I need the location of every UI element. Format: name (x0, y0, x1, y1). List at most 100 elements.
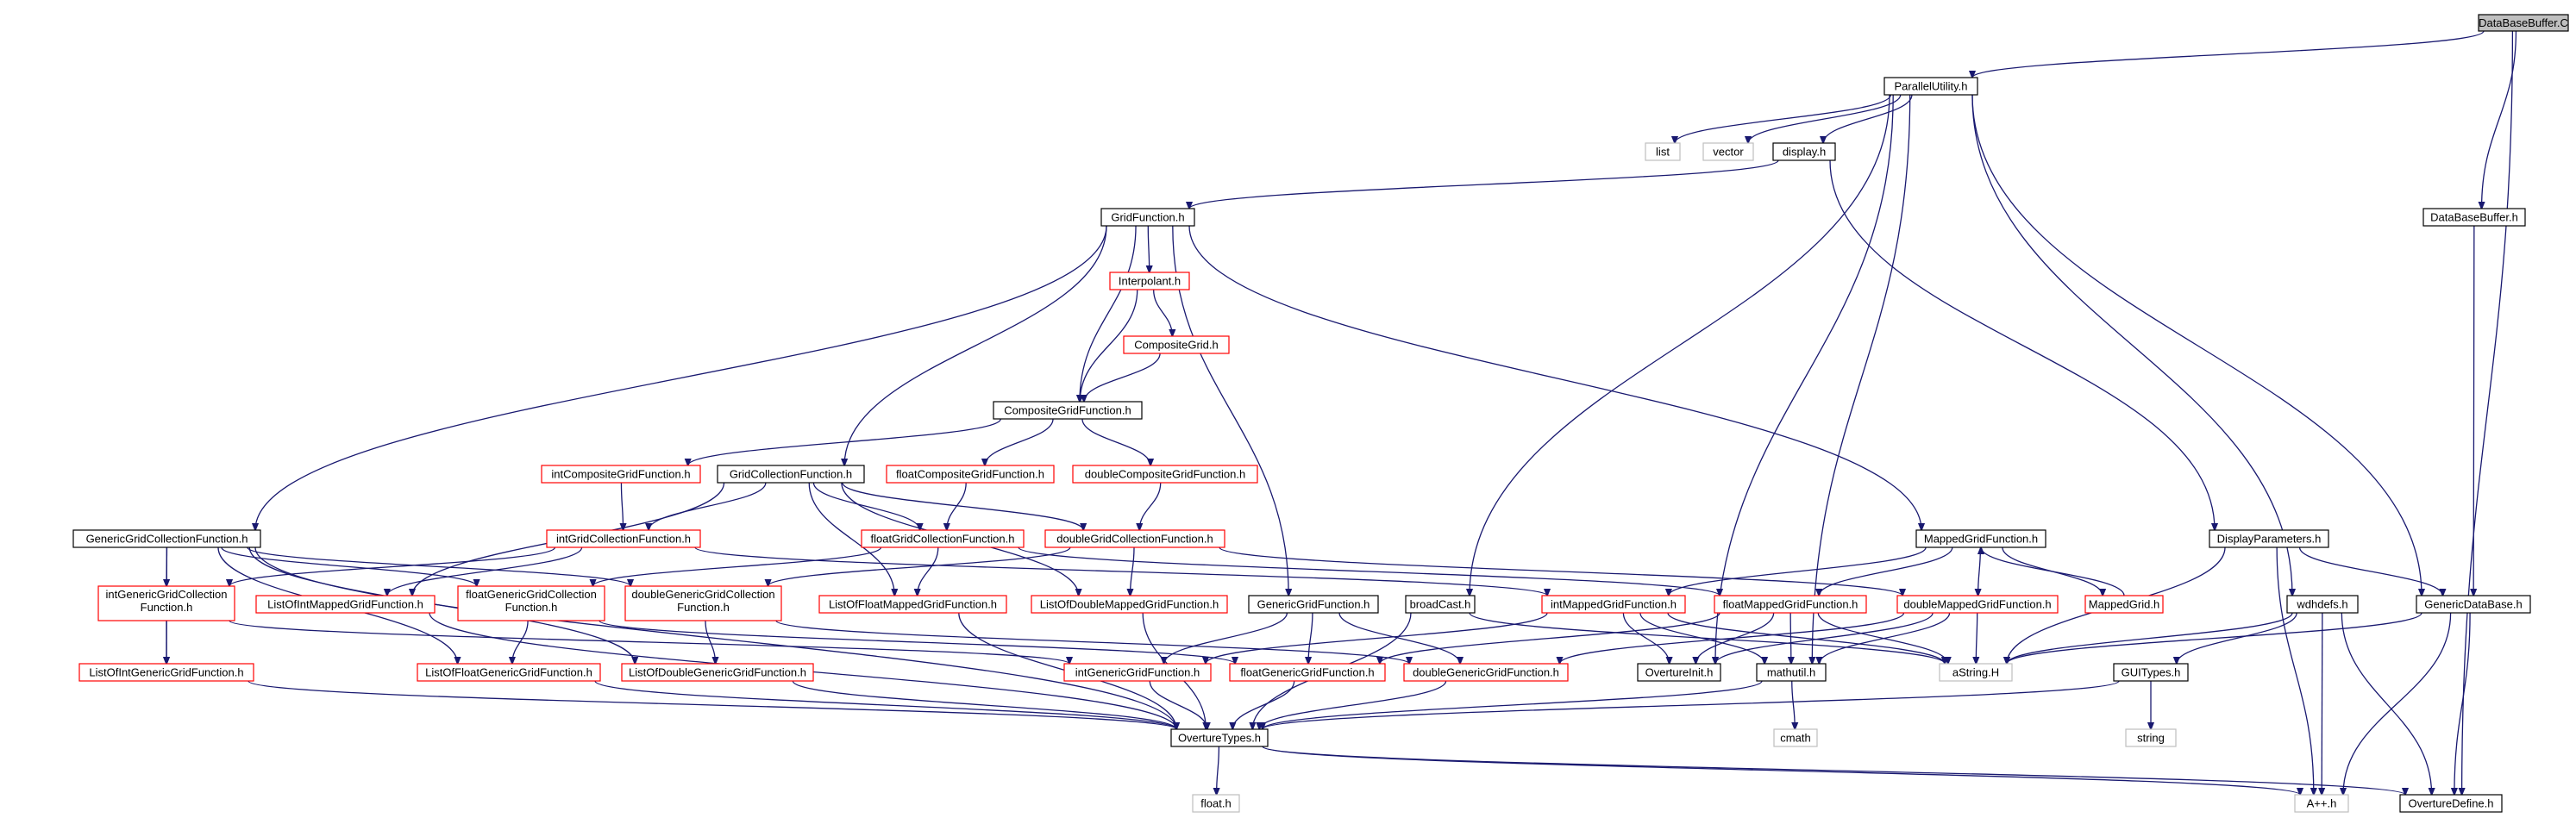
edge-intgridcoll-to-intmapped (694, 546, 1547, 596)
node-label: float.h (1200, 797, 1231, 810)
node-floatcomp[interactable]: floatCompositeGridFunction.h (886, 465, 1055, 484)
edge-broadcast-to-astring (1469, 612, 1945, 664)
edge-mathutil-to-overturetypes (1263, 680, 1763, 729)
node-doublecomp[interactable]: doubleCompositeGridFunction.h (1072, 465, 1258, 484)
node-mappedgf[interactable]: MappedGridFunction.h (1915, 529, 2046, 548)
node-label: GenericDataBase.h (2424, 598, 2522, 611)
node-listdoublemapped[interactable]: ListOfDoubleMappedGridFunction.h (1031, 595, 1228, 614)
node-label: vector (1713, 146, 1744, 159)
node-broadcast[interactable]: broadCast.h (1405, 595, 1476, 614)
node-box (2478, 14, 2569, 32)
node-label: string (2137, 732, 2165, 745)
edge-wdhdefs-to-guitypes (2177, 612, 2297, 664)
node-label: Interpolant.h (1119, 275, 1181, 288)
node-wdhdefs[interactable]: wdhdefs.h (2286, 595, 2359, 614)
edge-listfloatgeneric-to-overturetypes (594, 680, 1176, 729)
node-displayparams[interactable]: DisplayParameters.h (2209, 529, 2329, 548)
node-parallel[interactable]: ParallelUtility.h (1883, 77, 1978, 96)
node-label: OvertureInit.h (1645, 666, 1714, 679)
node-box (541, 465, 701, 484)
node-compgrid[interactable]: CompositeGrid.h (1123, 335, 1230, 354)
node-interp[interactable]: Interpolant.h (1109, 272, 1190, 290)
edge-doublegridcoll-to-doublegenericcoll (768, 546, 1071, 586)
node-box (861, 529, 1025, 548)
edge-doublegenericcoll-to-listdoublegeneric (705, 620, 716, 664)
node-box (546, 529, 701, 548)
node-guitypes[interactable]: GUITypes.h (2113, 663, 2189, 682)
edge-floatgridcoll-to-listfloatmapped (918, 546, 939, 596)
node-floatgeneric[interactable]: floatGenericGridFunction.h (1229, 663, 1386, 682)
node-box (1123, 335, 1230, 354)
node-label: cmath (1780, 732, 1810, 745)
node-box (78, 663, 254, 682)
node-label: intGridCollectionFunction.h (556, 533, 691, 546)
node-gridcoll[interactable]: GridCollectionFunction.h (717, 465, 865, 484)
edge-genericcoll-to-doublegenericcoll (247, 546, 630, 586)
node-label: ListOfFloatGenericGridFunction.h (425, 666, 592, 679)
edge-gridfunc-to-compgridfunc (1080, 225, 1137, 402)
node-listintmapped[interactable]: ListOfIntMappedGridFunction.h (255, 595, 436, 614)
edge-gridcoll-to-floatgridcoll (812, 482, 919, 530)
node-label: doubleGenericGridCollection (631, 588, 774, 601)
node-label: broadCast.h (1410, 598, 1471, 611)
node-label: doubleMappedGridFunction.h (1903, 598, 2051, 611)
node-label: intGenericGridCollection (106, 588, 228, 601)
node-listintgeneric[interactable]: ListOfIntGenericGridFunction.h (78, 663, 254, 682)
node-floatmapped[interactable]: floatMappedGridFunction.h (1714, 595, 1867, 614)
node-box (1229, 663, 1386, 682)
edge-parallel-to-wdhdefs (1971, 94, 2292, 596)
node-box (1773, 728, 1818, 747)
node-box (2294, 794, 2349, 813)
node-listfloatgeneric[interactable]: ListOfFloatGenericGridFunction.h (417, 663, 601, 682)
node-overturedefine[interactable]: OvertureDefine.h (2399, 794, 2503, 813)
node-box (2416, 595, 2531, 614)
node-overtureinit[interactable]: OvertureInit.h (1637, 663, 1721, 682)
node-label: Function.h (505, 601, 558, 614)
node-genericgf[interactable]: GenericGridFunction.h (1248, 595, 1379, 614)
node-intcomp[interactable]: intCompositeGridFunction.h (541, 465, 701, 484)
edge-floatcomp-to-floatgridcoll (947, 482, 967, 530)
node-mathutil[interactable]: mathutil.h (1756, 663, 1827, 682)
node-box (1063, 663, 1212, 682)
node-genericcoll[interactable]: GenericGridCollectionFunction.h (72, 529, 261, 548)
edge-parallel-to-genericdb (1971, 94, 2422, 596)
node-label: ListOfDoubleGenericGridFunction.h (629, 666, 806, 679)
node-label: aString.H (1952, 666, 1999, 679)
node-intgeneric[interactable]: intGenericGridFunction.h (1063, 663, 1212, 682)
node-doublemapped[interactable]: doubleMappedGridFunction.h (1896, 595, 2059, 614)
node-label: ListOfIntMappedGridFunction.h (267, 598, 423, 611)
node-root[interactable]: DataBaseBuffer.C (2478, 14, 2569, 32)
node-listfloatmapped[interactable]: ListOfFloatMappedGridFunction.h (818, 595, 1007, 614)
edge-compgridfunc-to-floatcomp (985, 418, 1054, 465)
node-compgridfunc[interactable]: CompositeGridFunction.h (993, 401, 1143, 420)
node-listdoublegeneric[interactable]: ListOfDoubleGenericGridFunction.h (621, 663, 814, 682)
node-genericdb[interactable]: GenericDataBase.h (2416, 595, 2531, 614)
node-cmath: cmath (1773, 728, 1818, 747)
edge-gridfunc-to-interp (1148, 225, 1149, 272)
edge-interp-to-compgrid (1153, 289, 1173, 336)
node-doublegridcoll[interactable]: doubleGridCollectionFunction.h (1044, 529, 1225, 548)
node-box (1645, 142, 1681, 161)
node-gridfunc[interactable]: GridFunction.h (1100, 208, 1195, 227)
node-box (818, 595, 1007, 614)
edge-compgrid-to-compgridfunc (1084, 353, 1161, 402)
node-floatgridcoll[interactable]: floatGridCollectionFunction.h (861, 529, 1025, 548)
node-doublegeneric[interactable]: doubleGenericGridFunction.h (1403, 663, 1569, 682)
node-intgridcoll[interactable]: intGridCollectionFunction.h (546, 529, 701, 548)
node-overturetypes[interactable]: OvertureTypes.h (1170, 728, 1269, 747)
edge-parallel-to-list (1675, 94, 1891, 143)
node-dbbufh[interactable]: DataBaseBuffer.h (2422, 208, 2526, 227)
node-box (717, 465, 865, 484)
node-box (255, 595, 436, 614)
edge-parallel-to-display (1823, 94, 1913, 143)
node-label: MappedGridFunction.h (1924, 533, 2038, 546)
node-display[interactable]: display.h (1772, 142, 1836, 161)
node-label: list (1656, 146, 1670, 159)
node-mappedgrid[interactable]: MappedGrid.h (2084, 595, 2164, 614)
node-intmapped[interactable]: intMappedGridFunction.h (1541, 595, 1686, 614)
edge-listdoublegeneric-to-overturetypes (792, 680, 1176, 729)
